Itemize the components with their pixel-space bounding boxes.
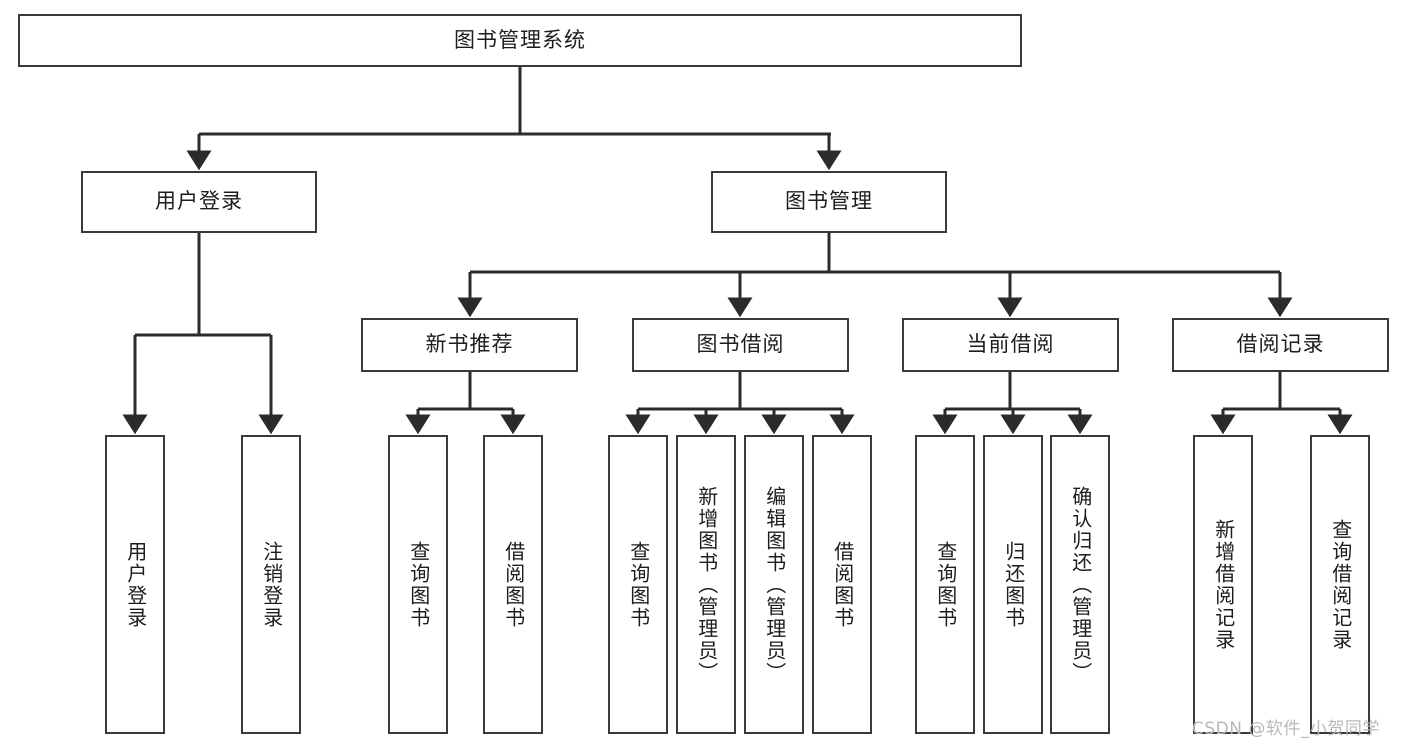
node-root[interactable]: 图书管理系统: [18, 14, 1022, 67]
node-user-login[interactable]: 用户登录: [81, 171, 317, 233]
node-book-manage[interactable]: 图书管理: [711, 171, 947, 233]
leaf-current-confirm-return[interactable]: 确认归还（管理员）: [1050, 435, 1110, 734]
leaf-user-login-label: 用户登录: [123, 540, 148, 629]
leaf-recommend-borrow-book-label: 借阅图书: [501, 540, 526, 629]
leaf-recommend-query-book[interactable]: 查询图书: [388, 435, 448, 734]
leaf-borrow-add-book[interactable]: 新增图书（管理员）: [676, 435, 736, 734]
leaf-borrow-edit-book[interactable]: 编辑图书（管理员）: [744, 435, 804, 734]
leaf-current-query-book[interactable]: 查询图书: [915, 435, 975, 734]
node-new-book-recommend-label: 新书推荐: [425, 332, 514, 357]
leaf-borrow-query-book[interactable]: 查询图书: [608, 435, 668, 734]
leaf-user-logout-label: 注销登录: [259, 540, 284, 629]
node-new-book-recommend[interactable]: 新书推荐: [361, 318, 578, 372]
leaf-record-add-record-label: 新增借阅记录: [1211, 518, 1236, 651]
leaf-current-return-book-label: 归还图书: [1001, 540, 1026, 629]
leaf-record-query-record-label: 查询借阅记录: [1328, 518, 1353, 651]
leaf-borrow-borrow-book[interactable]: 借阅图书: [812, 435, 872, 734]
node-current-borrow-label: 当前借阅: [966, 332, 1055, 357]
node-borrow-record-label: 借阅记录: [1236, 332, 1325, 357]
node-current-borrow[interactable]: 当前借阅: [902, 318, 1119, 372]
leaf-borrow-query-book-label: 查询图书: [626, 540, 651, 629]
leaf-record-query-record[interactable]: 查询借阅记录: [1310, 435, 1370, 734]
node-borrow-record[interactable]: 借阅记录: [1172, 318, 1389, 372]
leaf-borrow-borrow-book-label: 借阅图书: [830, 540, 855, 629]
leaf-current-return-book[interactable]: 归还图书: [983, 435, 1043, 734]
leaf-borrow-edit-book-label: 编辑图书（管理员）: [762, 485, 787, 684]
node-book-borrow-label: 图书借阅: [696, 332, 785, 357]
csdn-watermark: CSDN @软件_小贺同学: [1192, 719, 1380, 739]
node-root-label: 图书管理系统: [454, 27, 586, 52]
leaf-record-add-record[interactable]: 新增借阅记录: [1193, 435, 1253, 734]
leaf-user-login[interactable]: 用户登录: [105, 435, 165, 734]
leaf-user-logout[interactable]: 注销登录: [241, 435, 301, 734]
leaf-current-query-book-label: 查询图书: [933, 540, 958, 629]
leaf-borrow-add-book-label: 新增图书（管理员）: [694, 485, 719, 684]
leaf-current-confirm-return-label: 确认归还（管理员）: [1068, 485, 1093, 684]
leaf-recommend-query-book-label: 查询图书: [406, 540, 431, 629]
node-book-manage-label: 图书管理: [785, 189, 873, 214]
node-book-borrow[interactable]: 图书借阅: [632, 318, 849, 372]
leaf-recommend-borrow-book[interactable]: 借阅图书: [483, 435, 543, 734]
node-user-login-label: 用户登录: [155, 189, 243, 214]
